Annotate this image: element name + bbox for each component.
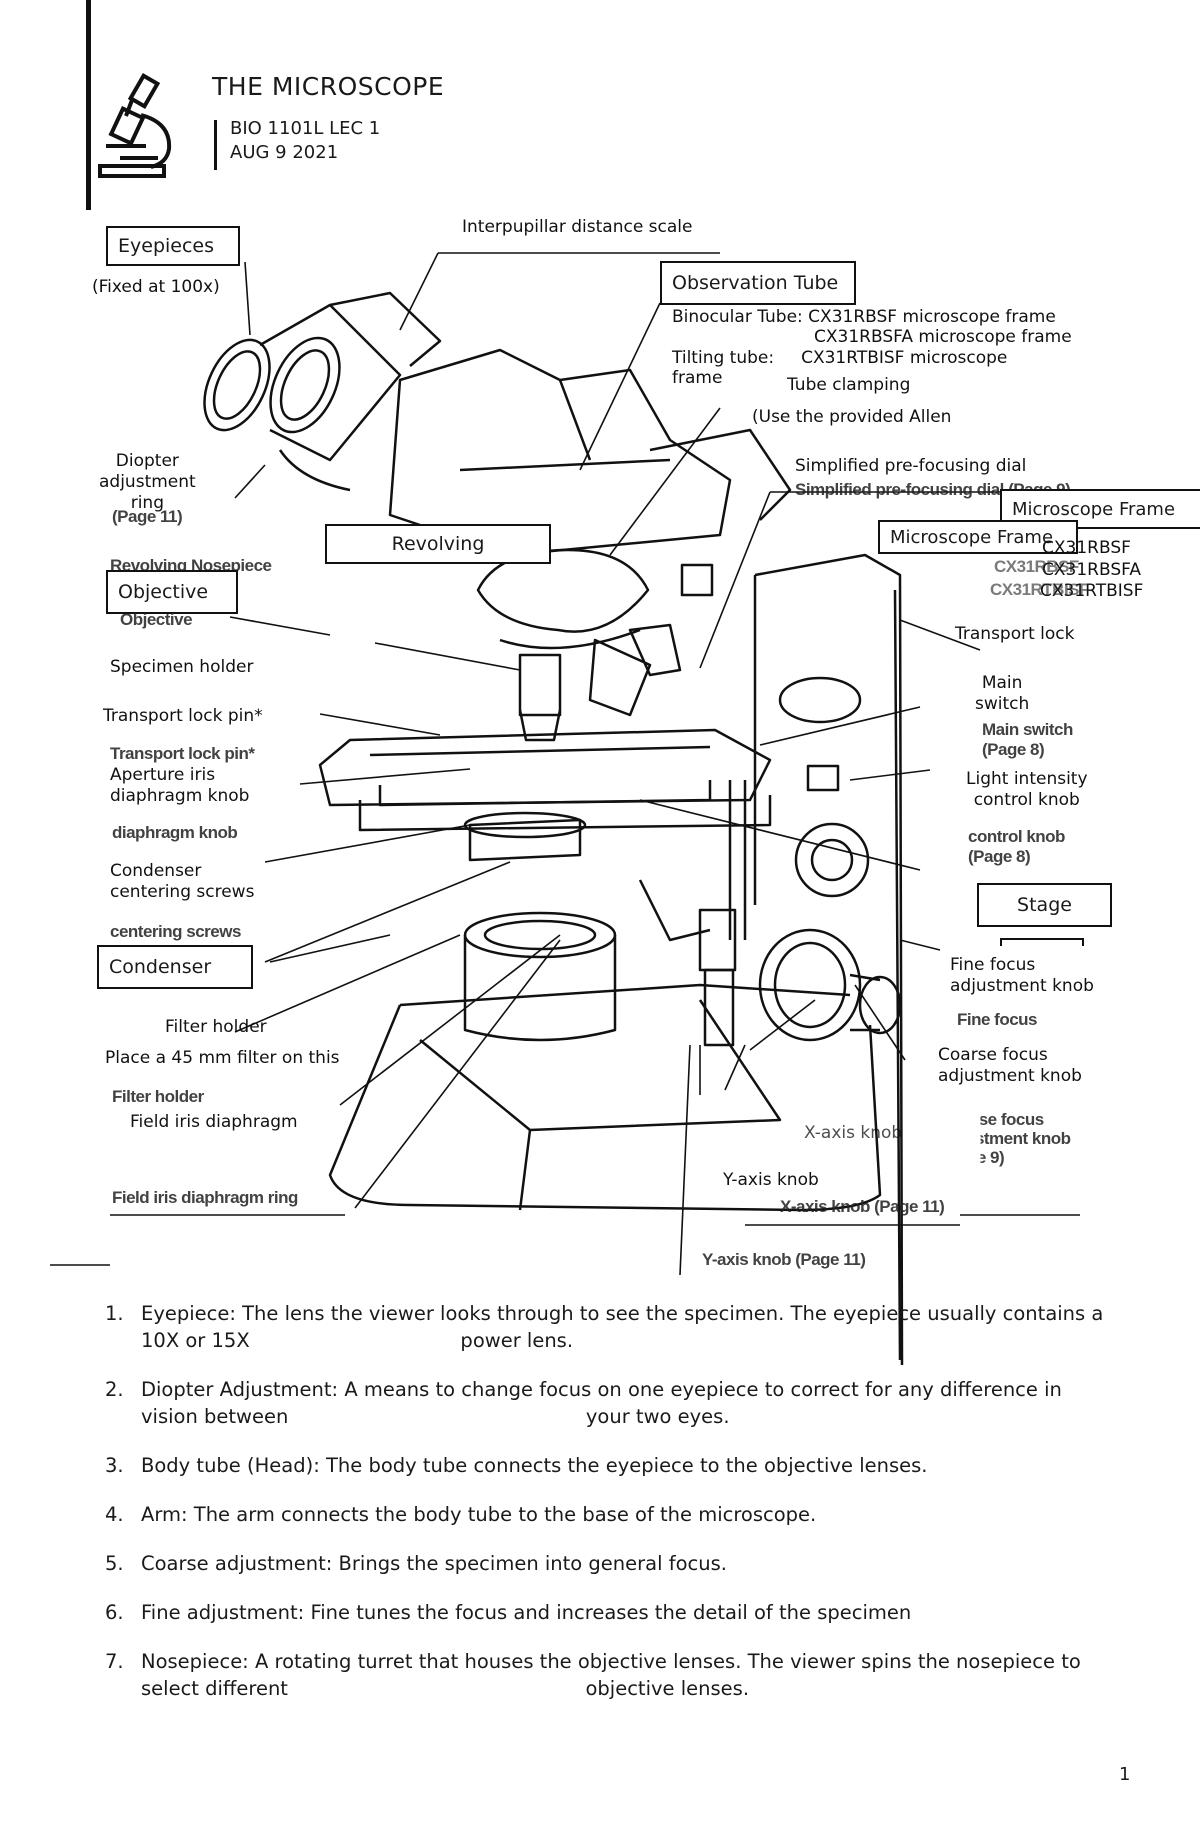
label-main-switch-blur: Main switch (Page 8) — [982, 720, 1073, 759]
label-diopter: Diopter adjustment ring — [99, 451, 196, 513]
label-light-intensity: Light intensity control knob — [966, 769, 1088, 810]
list-item: 4.Arm: The arm connects the body tube to… — [105, 1503, 817, 1526]
label-allen: (Use the provided Allen — [752, 407, 952, 427]
label-diopter-page: (Page 11) — [112, 507, 183, 526]
label-x-axis: X-axis knob — [804, 1123, 903, 1143]
label-place-filter: Place a 45 mm filter on this — [105, 1048, 340, 1068]
list-item: 5.Coarse adjustment: Brings the specimen… — [105, 1552, 727, 1575]
margin-bar — [86, 0, 91, 210]
label-binocular-a: Binocular Tube: CX31RBSF microscope fram… — [672, 307, 1056, 327]
label-tilting: Tilting tube: CX31RTBISF microscope — [672, 348, 1008, 368]
label-fine-focus: Fine focus adjustment knob — [950, 955, 1094, 996]
label-microscope-frame: Microscope Frame — [878, 520, 1078, 554]
list-item: 3.Body tube (Head): The body tube connec… — [105, 1454, 928, 1477]
label-interpupillar: Interpupillar distance scale — [462, 217, 693, 237]
label-transport-lock: Transport lock — [955, 624, 1075, 644]
list-item: 1.Eyepiece: The lens the viewer looks th… — [105, 1302, 1104, 1352]
label-transport-pin: Transport lock pin* — [103, 706, 263, 726]
list-item: 2.Diopter Adjustment: A means to change … — [105, 1378, 1062, 1428]
label-y-axis-blur: Y-axis knob (Page 11) — [702, 1250, 866, 1269]
label-specimen-holder: Specimen holder — [110, 657, 254, 677]
label-revolving: Revolving — [325, 524, 551, 564]
eyepiece-right — [269, 336, 341, 434]
eyepiece-left — [203, 338, 271, 432]
label-simplified: Simplified pre-focusing dial — [795, 456, 1027, 476]
label-aperture-blur: diaphragm knob — [112, 823, 238, 842]
label-filter-holder: Filter holder — [165, 1017, 267, 1037]
label-filter-blur: Filter holder — [112, 1087, 204, 1106]
course-code: BIO 1101L LEC 1 — [230, 118, 381, 139]
microscope-diagram — [50, 252, 1080, 1366]
label-objective: Objective — [106, 570, 238, 614]
label-coarse-focus: Coarse focus adjustment knob — [938, 1045, 1082, 1086]
list-item: 7.Nosepiece: A rotating turret that hous… — [105, 1650, 1081, 1700]
label-y-axis: Y-axis knob — [723, 1170, 819, 1190]
title-rule — [214, 120, 217, 170]
label-coarse-blur: Coarse focus adjustment knob (Page 9) — [942, 1110, 1071, 1167]
label-stage: Stage — [977, 883, 1112, 927]
label-model-a: CX31RBSF — [1042, 538, 1131, 558]
date: AUG 9 2021 — [230, 142, 339, 163]
page-number: 1 — [1119, 1764, 1131, 1785]
label-condenser: Condenser — [97, 945, 253, 989]
label-fine-blur: Fine focus — [957, 1010, 1038, 1029]
label-light-blur: control knob (Page 8) — [968, 827, 1065, 866]
label-model-b: CX31RBSFA — [1042, 560, 1141, 580]
label-tube-clamping: Tube clamping — [787, 375, 911, 395]
label-tilting-cut: frame — [672, 368, 723, 388]
page-title: THE MICROSCOPE — [212, 72, 445, 101]
label-model-c: CX31RTBISF — [1040, 581, 1144, 601]
list-item: 6.Fine adjustment: Fine tunes the focus … — [105, 1601, 912, 1624]
microscope-icon — [98, 73, 172, 178]
label-observation-tube: Observation Tube — [660, 261, 856, 305]
label-field-iris: Field iris diaphragm — [130, 1112, 298, 1132]
label-objective-blur: Objective — [120, 610, 193, 629]
label-eyepieces: Eyepieces — [106, 226, 240, 266]
stage-box-blur — [1000, 938, 1084, 946]
label-fixed: (Fixed at 100x) — [92, 277, 220, 297]
label-x-axis-blur: X-axis knob (Page 11) — [780, 1197, 945, 1216]
label-centering-blur: centering screws — [110, 922, 241, 941]
label-binocular-b: CX31RBSFA microscope frame — [814, 327, 1072, 347]
label-aperture: Aperture iris diaphragm knob — [110, 765, 250, 806]
label-model-a-blur: CX31RBSF — [994, 557, 1079, 576]
coarse-knob — [758, 928, 902, 1042]
label-transport-pin-blur: Transport lock pin* — [110, 744, 255, 763]
label-field-blur: Field iris diaphragm ring — [112, 1188, 298, 1207]
label-main-switch: Main switch — [975, 673, 1030, 714]
definitions-list: 1.Eyepiece: The lens the viewer looks th… — [105, 1300, 1135, 1724]
label-model-c-blur: CX31RTBISF — [990, 580, 1089, 599]
label-condenser-centering: Condenser centering screws — [110, 861, 255, 902]
